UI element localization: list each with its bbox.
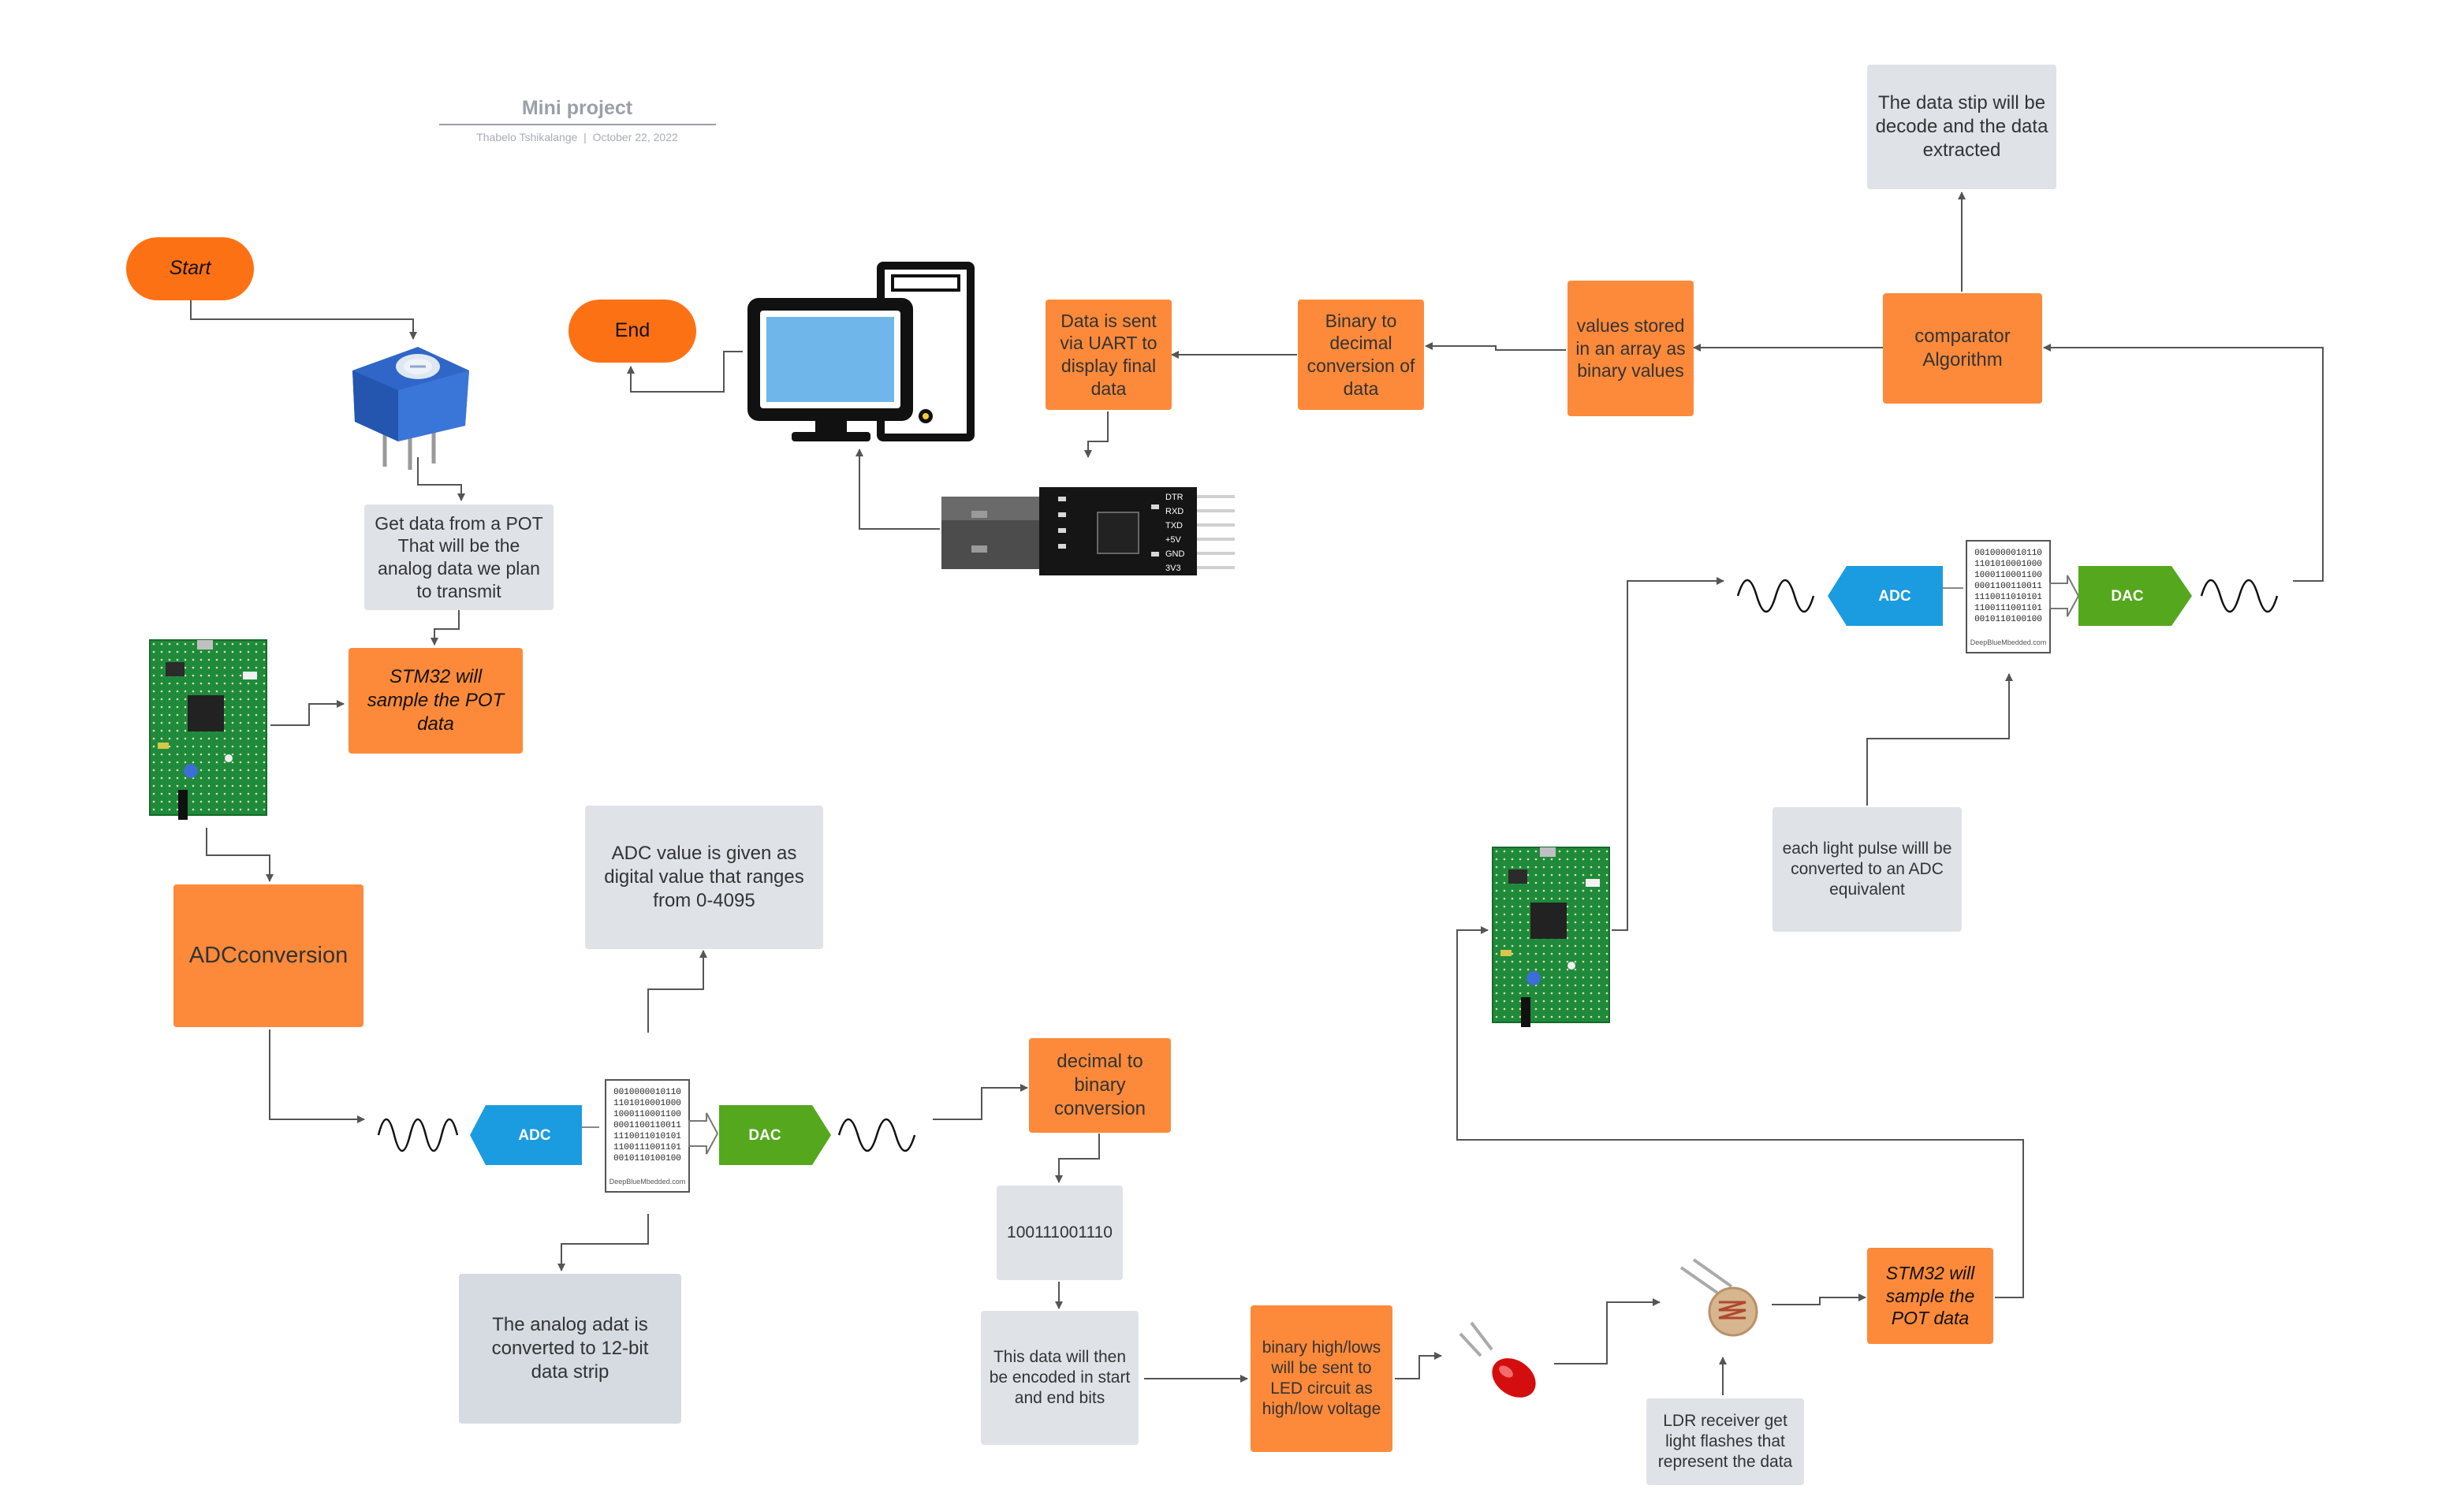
connector-board2-to-wave2	[1612, 577, 1724, 931]
connector-adapter-to-computer	[856, 449, 940, 530]
connector-pot-to-getdata	[417, 457, 465, 501]
comparator-algorithm-box[interactable]: comparator Algorithm	[1883, 293, 2042, 404]
connector-led-to-ldr	[1554, 1298, 1661, 1364]
svg-text:DAC: DAC	[2111, 588, 2143, 605]
connector-wave-to-dec2bin	[933, 1084, 1028, 1120]
binary-row: 1110011010101	[1974, 593, 2042, 602]
stm32-sample-box-1[interactable]: STM32 will sample the POT data	[349, 648, 523, 754]
svg-text:+5V: +5V	[1165, 535, 1182, 545]
svg-text:TXD: TXD	[1165, 521, 1183, 530]
connector-strip-to-analognote	[557, 1214, 649, 1271]
connector-computer-to-end	[627, 351, 743, 393]
connector-adcconv-to-wave	[269, 1029, 365, 1123]
svg-text:ADC: ADC	[1878, 588, 1910, 605]
dac-tag-1	[719, 1105, 831, 1165]
binary-row: 1000110001100	[1974, 571, 2042, 580]
binary-row: 1101010001000	[1974, 560, 2042, 569]
binary-row: 1100111001101	[1974, 604, 2042, 613]
connector-start-to-pot	[190, 300, 417, 340]
adc-value-note: ADC value is given as digital value that…	[585, 806, 823, 949]
binary-to-led-box[interactable]: binary high/lows will be sent to LED cir…	[1251, 1305, 1392, 1452]
analog-conversion-note: The analog adat is converted to 12-bit d…	[459, 1274, 681, 1424]
sine-wave-icon	[377, 1118, 459, 1152]
svg-text:ADC: ADC	[518, 1127, 550, 1144]
sine-wave-icon	[1736, 579, 1815, 613]
ldr-receiver-note: LDR receiver get light flashes that repr…	[1646, 1398, 1804, 1485]
strip-caption: DeepBlueMbedded.com	[609, 1178, 686, 1186]
binary-row: 0001100110011	[613, 1121, 681, 1130]
connector-uart-to-adapter	[1084, 411, 1109, 458]
svg-text:RXD: RXD	[1165, 507, 1184, 516]
svg-text:3V3: 3V3	[1165, 564, 1181, 573]
stm32-sample-box-2[interactable]: STM32 will sample the POT data	[1867, 1248, 1993, 1344]
binary-row: 0010110100100	[613, 1154, 681, 1163]
stm32-board-icon	[1492, 847, 1610, 1027]
binary-row: 0010000010110	[613, 1088, 681, 1097]
potentiometer-icon	[352, 347, 469, 470]
connectors	[190, 192, 2324, 1395]
adc-conversion-box[interactable]: ADCconversion	[173, 884, 363, 1027]
binary-row: 1000110001100	[613, 1110, 681, 1119]
connector-board-to-adcconv	[206, 828, 274, 882]
adc-tag-1	[470, 1105, 582, 1165]
binary-to-decimal-box[interactable]: Binary to decimal conversion of data	[1298, 300, 1424, 410]
binary-row: 0001100110011	[1974, 582, 2042, 591]
connector-board-to-stm	[270, 700, 345, 726]
light-pulse-note: each light pulse willl be converted to a…	[1773, 807, 1962, 932]
adc-tag-2	[1828, 566, 1943, 626]
adc-dac-graphic-1: ADC 0010000010110 1101010001000 1000110001…	[377, 1079, 916, 1193]
led-icon	[1459, 1321, 1536, 1398]
connector-ldr-to-stm2	[1772, 1294, 1866, 1305]
connector-getdata-to-stm	[431, 610, 460, 646]
connector-ledbox-to-led	[1395, 1352, 1442, 1379]
page-title: Mini project	[522, 97, 633, 119]
values-stored-box[interactable]: values stored in an array as binary valu…	[1567, 281, 1694, 416]
dac-tag-2	[2078, 566, 2192, 626]
binary-row: 0010110100100	[1974, 615, 2042, 624]
strip-caption: DeepBlueMbedded.com	[1970, 638, 2047, 646]
ldr-icon	[1679, 1258, 1758, 1337]
end-terminal[interactable]: End	[568, 300, 696, 363]
decimal-to-binary-box[interactable]: decimal to binary conversion	[1029, 1038, 1171, 1133]
connector-pulsenote-to-strip2	[1866, 673, 2013, 806]
page-subtitle: Thabelo Tshikalange | October 22, 2022	[476, 131, 678, 143]
svg-text:GND: GND	[1165, 549, 1185, 559]
binary-row: 1101010001000	[613, 1099, 681, 1108]
decode-note: The data stip will be decode and the dat…	[1867, 65, 2056, 189]
binary-row: 1110011010101	[613, 1132, 681, 1141]
start-terminal[interactable]: Start	[126, 237, 254, 300]
uart-pin-labels: DTR RXD TXD +5V GND 3V3	[1165, 493, 1185, 573]
connector-stm2-to-board2	[1456, 926, 2024, 1298]
connector-strip-to-adcnote	[647, 950, 707, 1033]
binary-example-box: 100111001110	[997, 1186, 1123, 1280]
svg-text:DTR: DTR	[1165, 493, 1184, 502]
connector-wave2-to-comparator	[2043, 344, 2324, 582]
svg-text:DAC: DAC	[748, 1127, 781, 1144]
connector-values-to-bin2dec	[1425, 342, 1566, 351]
computer-icon	[747, 262, 975, 441]
get-pot-data-note: Get data from a POT That will be the ana…	[364, 504, 554, 610]
sine-wave-icon	[837, 1118, 916, 1152]
usb-uart-adapter-icon: DTR RXD TXD +5V GND 3V3	[941, 487, 1235, 575]
binary-row: 1100111001101	[613, 1143, 681, 1152]
sine-wave-icon	[2200, 579, 2279, 613]
stm32-board-icon	[149, 639, 267, 820]
connector-dec2bin-to-binary	[1055, 1134, 1100, 1183]
uart-send-box[interactable]: Data is sent via UART to display final d…	[1046, 300, 1172, 410]
binary-row: 0010000010110	[1974, 549, 2042, 558]
data-strip-2	[1966, 540, 2051, 653]
header: Mini project Thabelo Tshikalange | Octob…	[439, 97, 716, 143]
encode-note: This data will then be encoded in start …	[981, 1311, 1139, 1445]
adc-dac-graphic-2: ADC 0010000010110 1101010001000 1000110001…	[1736, 540, 2279, 653]
